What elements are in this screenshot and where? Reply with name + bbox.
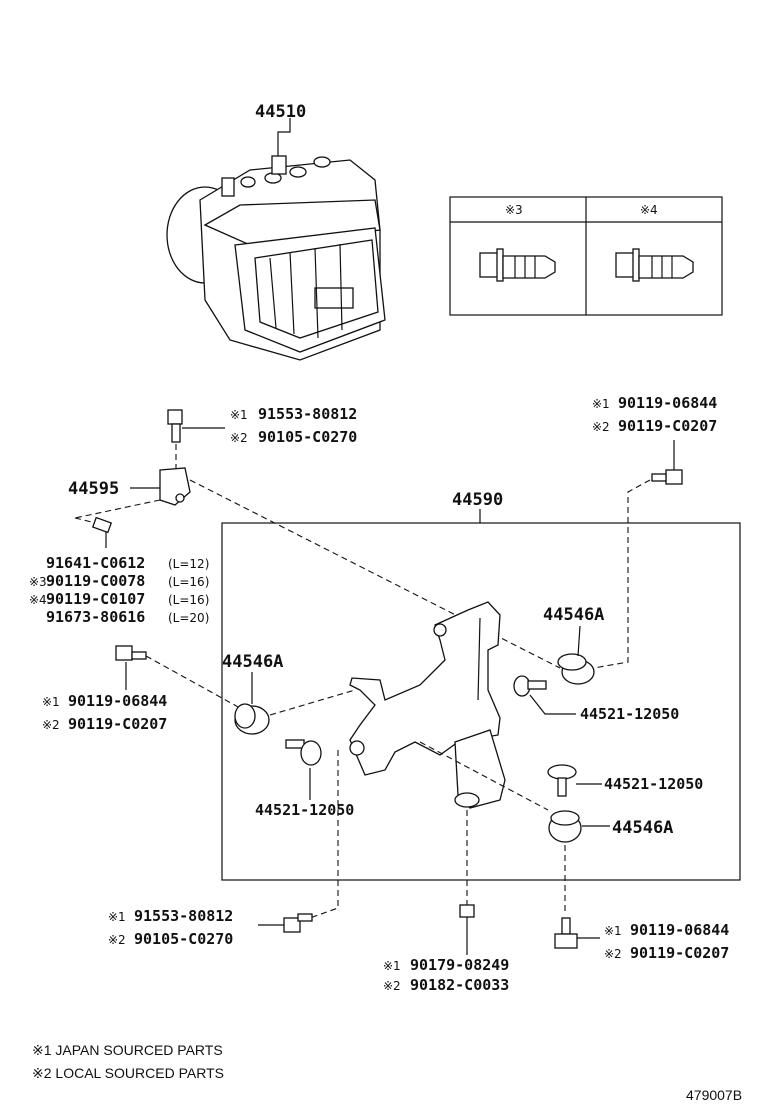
note-japan-sourced: ※1 JAPAN SOURCED PARTS <box>32 1042 223 1058</box>
svg-text:※1: ※1 <box>230 408 248 422</box>
collar-44521-right <box>513 675 547 697</box>
svg-text:※3: ※3 <box>29 575 47 589</box>
bracket-bolt-1: 91641-C0612 <box>46 554 145 572</box>
collar-44521-left <box>285 739 322 766</box>
bottom-mid-bolt <box>459 904 475 918</box>
svg-text:※1: ※1 <box>108 910 126 924</box>
svg-text:※2: ※2 <box>230 431 248 445</box>
svg-text:※2: ※2 <box>108 933 126 947</box>
right-top-bolt <box>651 469 683 485</box>
top-bolt-part-1: 91553-80812 <box>258 405 357 423</box>
label-44590: 44590 <box>452 490 503 510</box>
svg-text:※1: ※1 <box>42 695 60 709</box>
svg-text:※1: ※1 <box>383 959 401 973</box>
cushion-44546a-right <box>557 653 595 685</box>
svg-text:(L=12): (L=12) <box>168 557 209 571</box>
left-bolt-part-2: 90119-C0207 <box>68 715 167 733</box>
label-44510: 44510 <box>255 102 306 122</box>
collar-44521-lower <box>547 764 577 797</box>
top-bolt <box>167 409 225 443</box>
bottom-left-part-2: 90105-C0270 <box>134 930 233 948</box>
svg-text:※2: ※2 <box>604 947 622 961</box>
bracket-bolt-3: 90119-C0107 <box>46 590 145 608</box>
bracket-bolt-2: 90119-C0078 <box>46 572 145 590</box>
bottom-mid-part-2: 90182-C0033 <box>410 976 509 994</box>
label-44521-left: 44521-12050 <box>255 801 354 819</box>
label-44521-lower: 44521-12050 <box>604 775 703 793</box>
svg-text:※2: ※2 <box>592 420 610 434</box>
bottom-right-part-2: 90119-C0207 <box>630 944 729 962</box>
svg-text:(L=16): (L=16) <box>168 575 209 589</box>
svg-text:※2: ※2 <box>383 979 401 993</box>
bottom-left-part-1: 91553-80812 <box>134 907 233 925</box>
bracket-44590 <box>349 601 506 809</box>
label-44595: 44595 <box>68 479 119 499</box>
bracket-bolt <box>91 516 113 548</box>
svg-text:(L=20): (L=20) <box>168 611 209 625</box>
svg-text:※1: ※1 <box>592 397 610 411</box>
bottom-right-bolt <box>554 917 578 949</box>
left-bolt-part-1: 90119-06844 <box>68 692 167 710</box>
top-bolt-part-2: 90105-C0270 <box>258 428 357 446</box>
right-bolt-part-2: 90119-C0207 <box>618 417 717 435</box>
bottom-mid-part-1: 90179-08249 <box>410 956 509 974</box>
legend-col-3: ※3 <box>505 203 523 217</box>
cushion-44546a-lower <box>548 810 582 843</box>
legend-table <box>449 196 723 316</box>
cushion-44546a-left <box>234 703 270 735</box>
right-bolt-part-1: 90119-06844 <box>618 394 717 412</box>
bottom-right-part-1: 90119-06844 <box>630 921 729 939</box>
left-bolt <box>115 645 147 661</box>
abs-actuator-44510 <box>166 118 386 361</box>
bolt-icon-type4 <box>615 248 694 282</box>
bottom-left-bolt <box>283 913 313 933</box>
bracket-44595 <box>130 467 191 506</box>
label-44546a-right: 44546A <box>543 605 604 625</box>
svg-text:※1: ※1 <box>604 924 622 938</box>
svg-text:※2: ※2 <box>42 718 60 732</box>
label-44546a-left: 44546A <box>222 652 283 672</box>
label-44521-right: 44521-12050 <box>580 705 679 723</box>
bolt-icon-type3 <box>479 248 556 282</box>
svg-text:※4: ※4 <box>29 593 47 607</box>
bracket-bolt-4: 91673-80616 <box>46 608 145 626</box>
label-44546a-lower: 44546A <box>612 818 673 838</box>
note-local-sourced: ※2 LOCAL SOURCED PARTS <box>32 1065 224 1081</box>
frame-44590 <box>221 522 741 881</box>
svg-text:(L=16): (L=16) <box>168 593 209 607</box>
legend-col-4: ※4 <box>640 203 658 217</box>
figure-id: 479007B <box>686 1087 742 1103</box>
